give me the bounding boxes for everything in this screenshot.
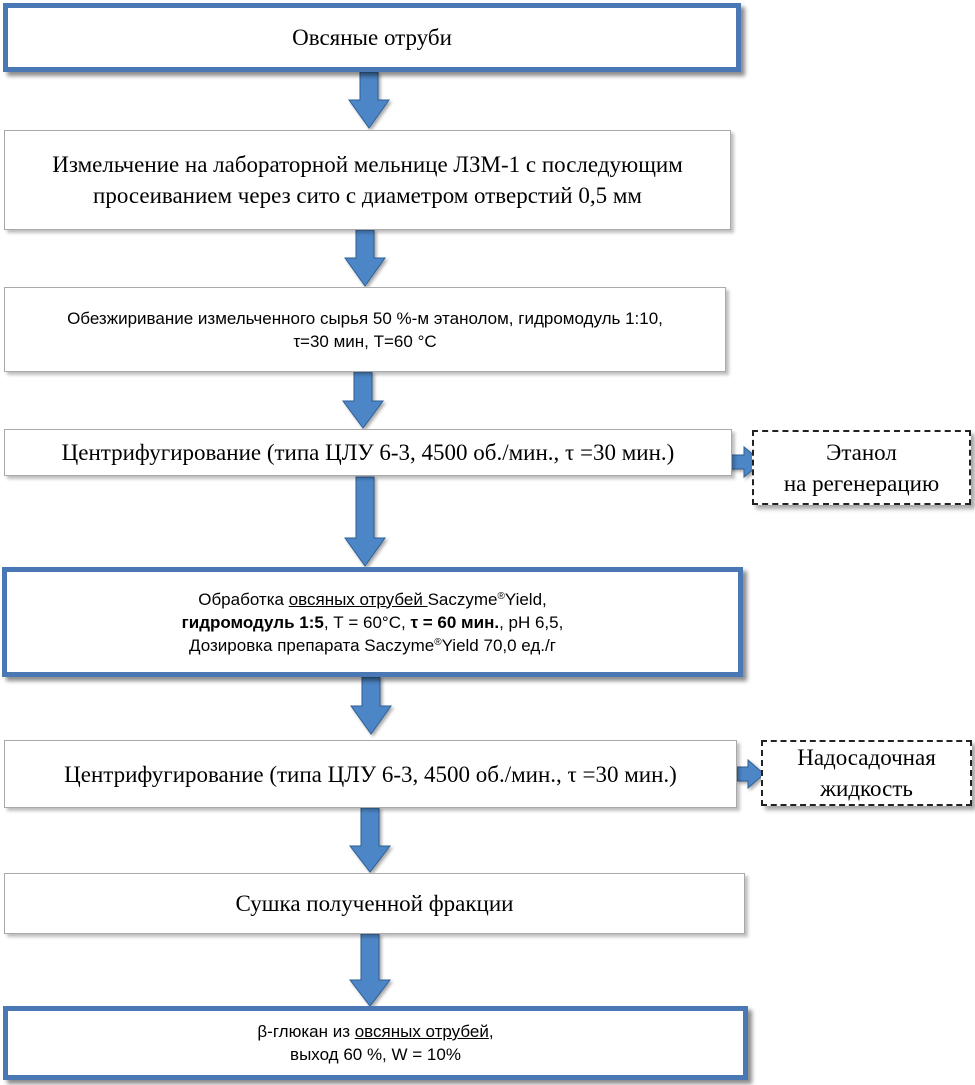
- down-arrow-7: [348, 933, 392, 1007]
- step-drying-label: Сушка полученной фракции: [235, 891, 514, 916]
- step-enzyme-treatment: Обработка овсяных отрубей Saczyme®Yield,…: [2, 567, 743, 677]
- right-arrow-liquid: [736, 758, 765, 790]
- step-enzyme-line3: Дозировка препарата Saczyme®Yield 70,0 е…: [189, 635, 556, 655]
- registered-mark: ®: [497, 590, 505, 602]
- step-degreasing: Обезжиривание измельченного сырья 50 %-м…: [4, 287, 726, 372]
- step-oat-bran: Овсяные отруби: [3, 3, 741, 72]
- down-arrow-2: [344, 229, 386, 287]
- step-grinding-line1: Измельчение на лабораторной мельнице ЛЗМ…: [52, 152, 683, 177]
- result-line1: β-глюкан из овсяных отрубей,: [257, 1022, 494, 1041]
- step-centrifugation-2-label: Центрифугирование (типа ЦЛУ 6-3, 4500 об…: [64, 761, 677, 787]
- down-arrow-3: [342, 371, 384, 429]
- step-enzyme-line2: гидромодуль 1:5, Т = 60°С, τ = 60 мин., …: [181, 612, 564, 632]
- down-arrow-1: [348, 71, 390, 129]
- step-grinding-line2: просеиванием через сито с диаметром отве…: [93, 183, 642, 208]
- liquid-line1: Надосадочная: [797, 745, 936, 770]
- step-grinding: Измельчение на лабораторной мельнице ЛЗМ…: [4, 130, 731, 230]
- step-enzyme-line1: Обработка овсяных отрубей Saczyme®Yield,: [198, 589, 547, 609]
- down-arrow-5: [350, 676, 392, 735]
- step-degreasing-line1: Обезжиривание измельченного сырья 50 %-м…: [67, 308, 663, 328]
- liquid-line2: жидкость: [820, 776, 913, 801]
- step-centrifugation-1: Центрифугирование (типа ЦЛУ 6-3, 4500 об…: [4, 429, 732, 476]
- step-beta-glucan-result: β-глюкан из овсяных отрубей, выход 60 %,…: [3, 1006, 748, 1080]
- down-arrow-6: [348, 807, 392, 873]
- step-drying: Сушка полученной фракции: [4, 873, 745, 934]
- step-centrifugation-2: Центрифугирование (типа ЦЛУ 6-3, 4500 об…: [4, 740, 737, 808]
- result-line2: выход 60 %, W = 10%: [290, 1045, 461, 1064]
- ethanol-line1: Этанол: [826, 439, 897, 465]
- step-degreasing-line2: τ=30 мин, Т=60 °С: [293, 331, 437, 351]
- down-arrow-4: [344, 476, 386, 567]
- output-supernatant-liquid: Надосадочная жидкость: [761, 740, 972, 806]
- output-ethanol-regeneration: Этанол на регенерацию: [752, 430, 971, 505]
- ethanol-line2: на регенерацию: [783, 470, 940, 496]
- step-oat-bran-label: Овсяные отруби: [292, 25, 452, 50]
- step-centrifugation-1-label: Центрифугирование (типа ЦЛУ 6-3, 4500 об…: [61, 440, 675, 465]
